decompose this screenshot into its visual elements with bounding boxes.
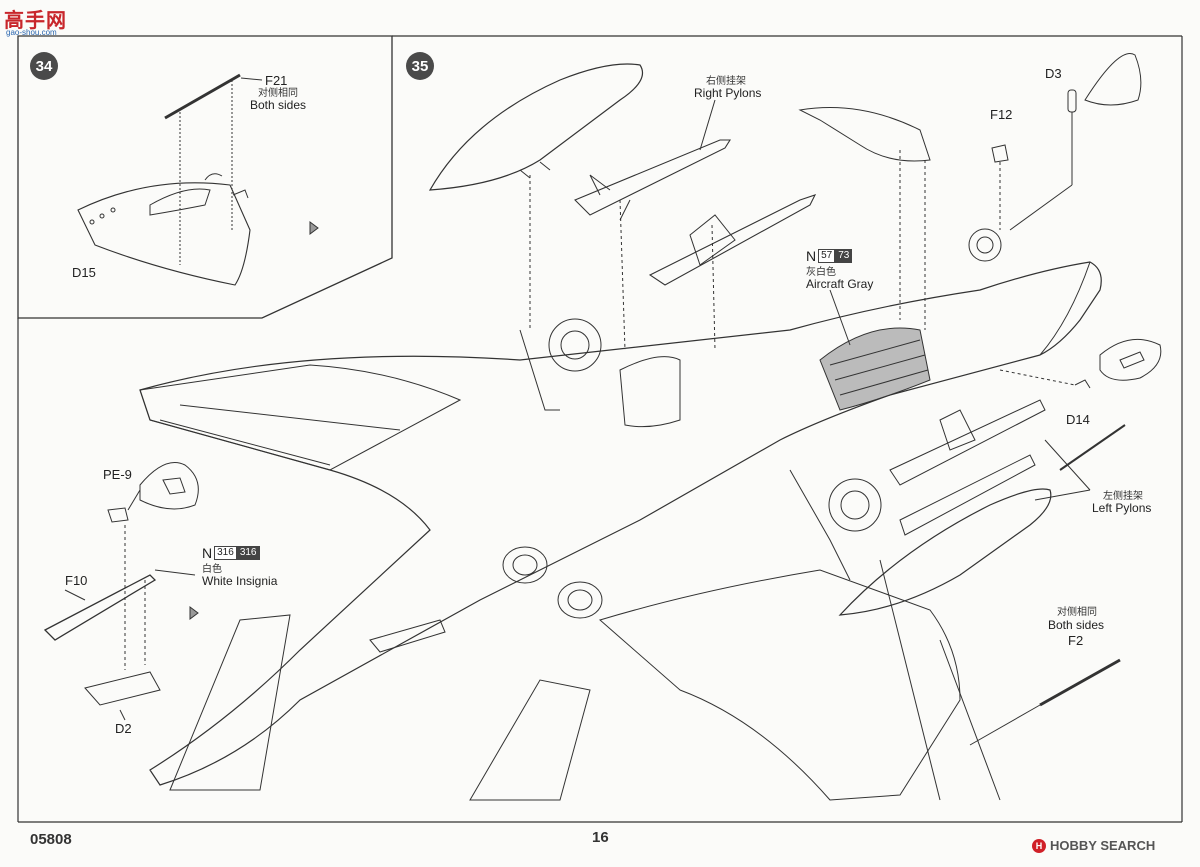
wing-left <box>139 364 462 471</box>
label-d2: D2 <box>115 721 132 736</box>
paint-aircraft-gray: N 57 73 灰白色 Aircraft Gray <box>806 248 873 291</box>
main-wheel-right <box>548 318 602 372</box>
nose-wheel <box>968 228 1002 262</box>
main-wheel-left <box>828 478 882 532</box>
label-f21-en: Both sides <box>250 98 307 112</box>
step34-frame <box>17 35 393 319</box>
paint-code-a: 57 <box>818 249 836 263</box>
label-f2-en: Both sides <box>1048 618 1105 632</box>
paint-en: White Insignia <box>202 574 278 588</box>
step-34-badge: 34 <box>30 52 58 80</box>
label-pe9: PE-9 <box>103 467 132 482</box>
label-f21-cn: 对侧相同 <box>258 88 298 99</box>
label-d3: D3 <box>1045 66 1062 81</box>
paint-white-insignia: N 316 316 白色 White Insignia <box>202 545 277 588</box>
missile-left-2 <box>899 454 1036 536</box>
label-left-pylons-en: Left Pylons <box>1092 501 1152 515</box>
missile-left-1 <box>889 399 1046 486</box>
paint-cn: 灰白色 <box>806 267 836 278</box>
label-f2-cn: 对侧相同 <box>1057 607 1097 618</box>
drop-tank-left <box>838 488 1052 616</box>
label-d14: D14 <box>1066 412 1090 427</box>
tail-left <box>169 614 291 791</box>
label-f21: F21 <box>265 73 288 88</box>
nozzle-left <box>502 546 548 584</box>
label-f12: F12 <box>990 107 1013 122</box>
paint-cn: 白色 <box>202 564 222 575</box>
step-35-badge: 35 <box>406 52 434 80</box>
paint-prefix: N <box>202 545 213 561</box>
label-f2: F2 <box>1068 633 1084 648</box>
d15-panel <box>77 182 251 286</box>
f2-rod <box>1039 658 1121 707</box>
label-f10: F10 <box>65 573 88 588</box>
label-d15: D15 <box>72 265 96 280</box>
d2-part <box>84 671 161 706</box>
hobby-search-text: HOBBY SEARCH <box>1050 838 1156 853</box>
label-right-pylons-cn: 右侧挂架 <box>706 76 746 87</box>
label-left-pylons-cn: 左侧挂架 <box>1103 491 1143 502</box>
f10-part <box>43 574 157 641</box>
hobby-search-logo-icon: H <box>1032 838 1046 853</box>
site-logo-subtext: gao-shou.com <box>6 28 57 37</box>
paint-code-b: 316 <box>236 546 260 560</box>
paint-prefix: N <box>806 248 817 264</box>
paint-code-b: 73 <box>835 249 853 263</box>
wing-right <box>598 569 961 801</box>
site-logo-text: 高手网 <box>4 10 67 32</box>
label-right-pylons-en: Right Pylons <box>694 86 762 100</box>
missile-right-2 <box>648 194 817 286</box>
paint-en: Aircraft Gray <box>806 277 874 291</box>
tail-right <box>469 679 591 801</box>
nozzle-right <box>557 581 603 619</box>
paint-code-a: 316 <box>214 546 237 560</box>
hobby-search-watermark: H HOBBY SEARCH <box>1032 838 1155 853</box>
kit-number: 05808 <box>30 831 72 848</box>
page-number: 16 <box>592 829 609 846</box>
missile-right-1 <box>574 139 731 216</box>
drop-tank-right <box>428 63 644 191</box>
site-logo: 高手网 gao-shou.com <box>4 4 70 38</box>
fuselage <box>139 261 1102 786</box>
